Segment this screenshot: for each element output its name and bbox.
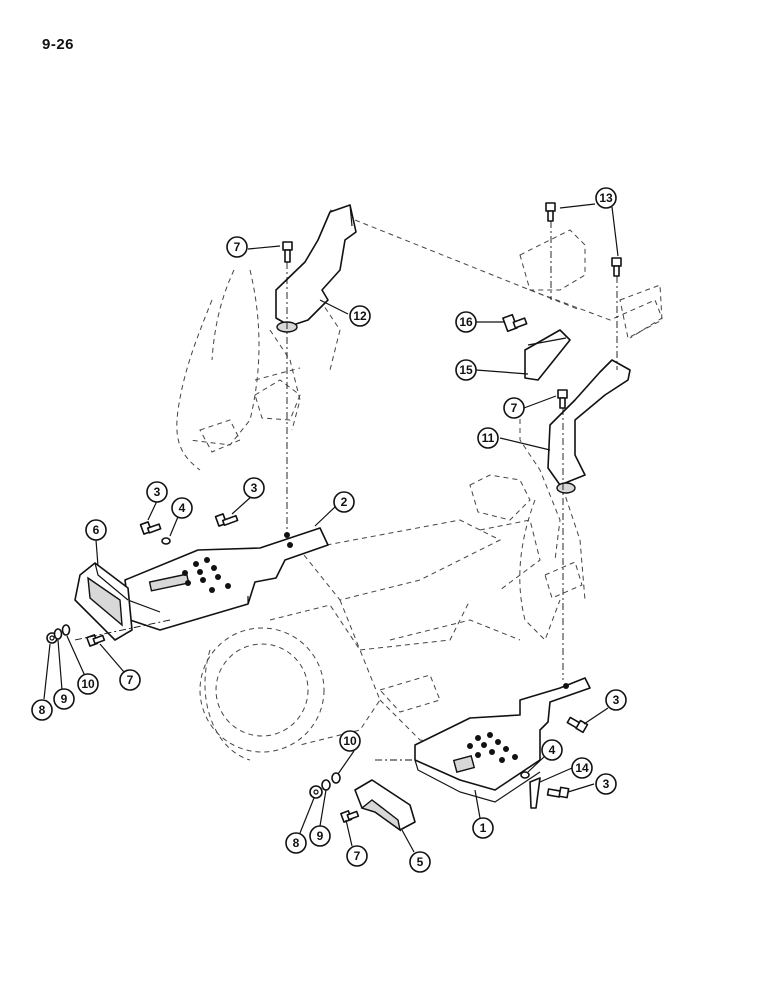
plate-1-holes bbox=[467, 683, 569, 763]
bolt-3-center bbox=[214, 513, 239, 527]
alignment-lines bbox=[74, 221, 618, 761]
callout-c8a: 8 bbox=[31, 699, 53, 721]
callout-c1: 1 bbox=[472, 817, 494, 839]
bracket-15 bbox=[524, 329, 571, 381]
callout-c14: 14 bbox=[571, 757, 593, 779]
bracket-5 bbox=[354, 779, 416, 832]
washer-4-right bbox=[520, 771, 530, 779]
leader-lines bbox=[43, 203, 619, 853]
callout-c9a: 9 bbox=[53, 688, 75, 710]
callout-label: 6 bbox=[93, 523, 100, 537]
bolt-13-lower bbox=[611, 257, 622, 277]
bolt-7-left bbox=[86, 634, 106, 647]
callout-c16: 16 bbox=[455, 311, 477, 333]
callout-label: 5 bbox=[417, 855, 424, 869]
callout-label: 10 bbox=[343, 734, 357, 748]
callout-label: 1 bbox=[480, 821, 487, 835]
callout-c10b: 10 bbox=[339, 730, 361, 752]
plate-2-holes bbox=[182, 532, 293, 593]
nut-8-lower bbox=[309, 785, 323, 799]
callout-c8b: 8 bbox=[285, 832, 307, 854]
callout-c5: 5 bbox=[409, 851, 431, 873]
callout-c4a: 4 bbox=[171, 497, 193, 519]
callout-label: 4 bbox=[549, 743, 556, 757]
callout-label: 16 bbox=[459, 315, 473, 329]
bolt-3-right-upper bbox=[566, 716, 589, 734]
bolt-7-lower bbox=[340, 810, 360, 823]
callout-label: 15 bbox=[459, 363, 473, 377]
callout-c7a: 7 bbox=[226, 236, 248, 258]
callout-c3c: 3 bbox=[605, 689, 627, 711]
callout-label: 4 bbox=[179, 501, 186, 515]
bolt-14 bbox=[529, 777, 541, 809]
callout-label: 7 bbox=[234, 240, 241, 254]
callout-label: 7 bbox=[127, 673, 134, 687]
washer-4-left bbox=[161, 537, 171, 545]
callout-label: 9 bbox=[61, 692, 68, 706]
callout-label: 7 bbox=[511, 401, 518, 415]
washer-10-lower bbox=[331, 772, 341, 784]
bolt-3-left bbox=[139, 521, 162, 535]
callout-label: 14 bbox=[575, 761, 589, 775]
callout-label: 3 bbox=[613, 693, 620, 707]
tractor-outline-ghost bbox=[176, 209, 586, 761]
bolt-16 bbox=[502, 313, 528, 333]
callout-label: 3 bbox=[154, 485, 161, 499]
callout-c3b: 3 bbox=[243, 477, 265, 499]
plate-1 bbox=[414, 677, 591, 803]
callout-label: 3 bbox=[251, 481, 258, 495]
bolt-7-top-left bbox=[282, 241, 293, 263]
callout-c9b: 9 bbox=[309, 825, 331, 847]
bracket-12 bbox=[275, 204, 357, 333]
fasteners bbox=[46, 202, 622, 823]
page-number: 9-26 bbox=[42, 36, 75, 53]
callout-c12: 12 bbox=[349, 305, 371, 327]
bracket-11 bbox=[547, 359, 631, 494]
washer-10-left bbox=[61, 624, 71, 636]
washer-9-left bbox=[53, 628, 63, 640]
upper-right-bracket-ghost bbox=[519, 229, 663, 339]
washer-9-lower bbox=[321, 779, 331, 791]
callout-c15: 15 bbox=[455, 359, 477, 381]
callout-label: 10 bbox=[81, 677, 95, 691]
callout-c13: 13 bbox=[595, 187, 617, 209]
callout-c2: 2 bbox=[333, 491, 355, 513]
bolt-3-right-lower bbox=[546, 786, 570, 799]
callout-label: 9 bbox=[317, 829, 324, 843]
callout-c3d: 3 bbox=[595, 773, 617, 795]
callout-label: 2 bbox=[341, 495, 348, 509]
bolt-7-upper-right bbox=[557, 389, 568, 409]
callout-c7d: 7 bbox=[346, 845, 368, 867]
callout-label: 3 bbox=[603, 777, 610, 791]
callout-label: 7 bbox=[354, 849, 361, 863]
callout-c6: 6 bbox=[85, 519, 107, 541]
callout-c3a: 3 bbox=[146, 481, 168, 503]
callout-c11: 11 bbox=[477, 427, 499, 449]
callout-c7c: 7 bbox=[119, 669, 141, 691]
callout-c7b: 7 bbox=[503, 397, 525, 419]
callout-label: 13 bbox=[599, 191, 613, 205]
bolt-13-upper bbox=[545, 202, 556, 222]
bracket-6 bbox=[74, 562, 133, 641]
plate-2 bbox=[124, 527, 329, 631]
callout-c4b: 4 bbox=[541, 739, 563, 761]
callout-c10a: 10 bbox=[77, 673, 99, 695]
callout-label: 12 bbox=[353, 309, 367, 323]
callout-label: 11 bbox=[482, 431, 495, 445]
callout-label: 8 bbox=[293, 836, 300, 850]
callout-label: 8 bbox=[39, 703, 46, 717]
